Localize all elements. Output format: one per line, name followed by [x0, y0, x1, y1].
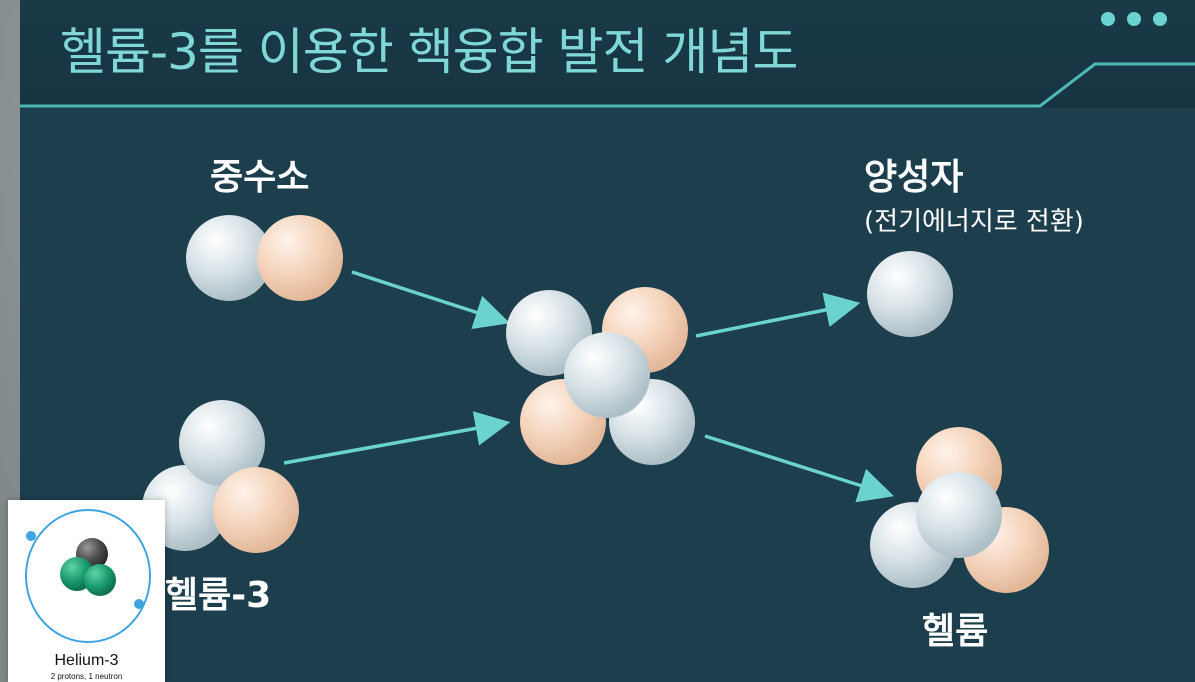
proton-label: 양성자	[864, 157, 964, 198]
arrow-helium3-to-fusion	[283, 411, 511, 465]
proton-particle	[867, 251, 953, 337]
arrow-fusion-to-proton	[695, 292, 861, 338]
fusion-diagram	[142, 215, 1049, 593]
arrow-deuterium-to-fusion	[351, 270, 510, 330]
proton-note: (전기에너지로 전환)	[864, 207, 1084, 237]
helium3-nucleus	[142, 400, 299, 553]
deuterium-nucleus	[186, 215, 343, 301]
inset-title: Helium-3	[54, 652, 119, 669]
helium-nucleus	[870, 427, 1049, 593]
helium3-label: 헬륨-3	[165, 575, 272, 616]
header-band	[20, 0, 1195, 108]
dot-3	[1153, 12, 1167, 26]
fusion-cluster	[506, 287, 695, 465]
helium3-inset-card: Helium-3 2 protons, 1 neutron	[8, 500, 165, 682]
inset-description: 2 protons, 1 neutron	[50, 672, 123, 681]
helium3-atom-icon	[25, 509, 151, 643]
deuterium-label: 중수소	[210, 157, 310, 198]
page-title: 헬륨-3를 이용한 핵융합 발전 개념도	[60, 23, 798, 81]
ellipsis-icon[interactable]	[1101, 12, 1167, 26]
dot-2	[1127, 12, 1141, 26]
arrow-fusion-to-helium	[704, 434, 895, 503]
helium-label: 헬륨	[922, 611, 989, 652]
title-accent-line	[20, 62, 1195, 108]
diagram-panel: 헬륨-3를 이용한 핵융합 발전 개념도	[20, 0, 1195, 682]
dot-1	[1101, 12, 1115, 26]
